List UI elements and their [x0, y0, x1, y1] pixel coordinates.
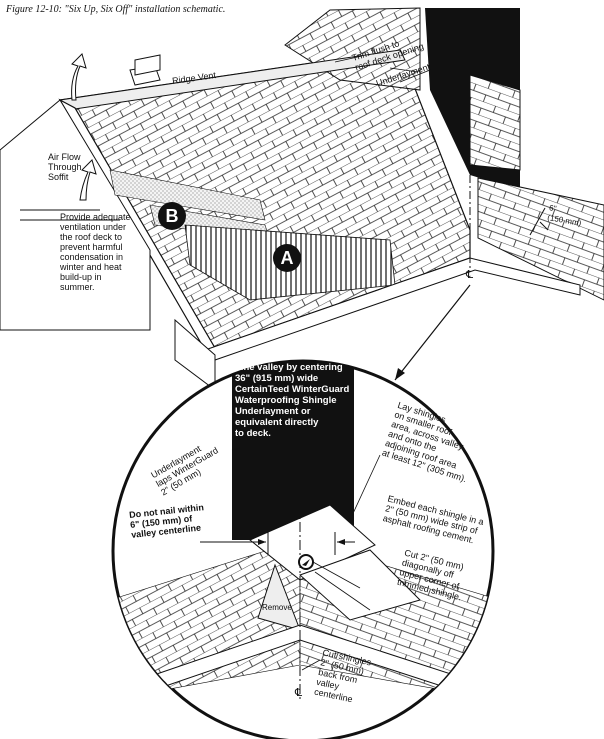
ventilation-note: Provide adequate ventilation under the r…	[60, 212, 131, 292]
remove-triangle	[257, 563, 301, 631]
figure-caption: Figure 12-10: "Six Up, Six Off" installa…	[6, 4, 226, 15]
centerline-symbol-top: ℄	[466, 269, 474, 281]
right-roof	[477, 177, 604, 301]
gable-wall	[0, 99, 151, 331]
callout-arrowhead	[395, 368, 405, 380]
chimney-vent	[134, 54, 161, 76]
marker-b: B	[158, 202, 186, 230]
valley-detail	[111, 359, 495, 739]
airflow-arrow-up	[71, 53, 87, 101]
airflow-arrow-soffit	[79, 159, 97, 201]
dotted-course-b	[109, 169, 266, 221]
remove-label: Remove	[262, 603, 292, 612]
centerline-symbol-bottom: ℄	[295, 687, 303, 699]
dormer-side-shingles	[469, 74, 521, 171]
callout-arrow	[394, 284, 471, 381]
marker-a: A	[273, 244, 301, 272]
line-valley-note: Line valley by centering 36" (915 mm) wi…	[235, 362, 350, 439]
lapped-shingle-2	[299, 549, 421, 621]
lapped-shingle	[249, 504, 376, 581]
cut-shingles-note: Cut shingles 2" (50 mm) back from valley…	[313, 647, 373, 705]
air-flow-label: Air Flow Through Soffit	[48, 152, 82, 182]
main-roof-drawing	[0, 7, 604, 391]
upper-back-roof	[284, 7, 421, 91]
